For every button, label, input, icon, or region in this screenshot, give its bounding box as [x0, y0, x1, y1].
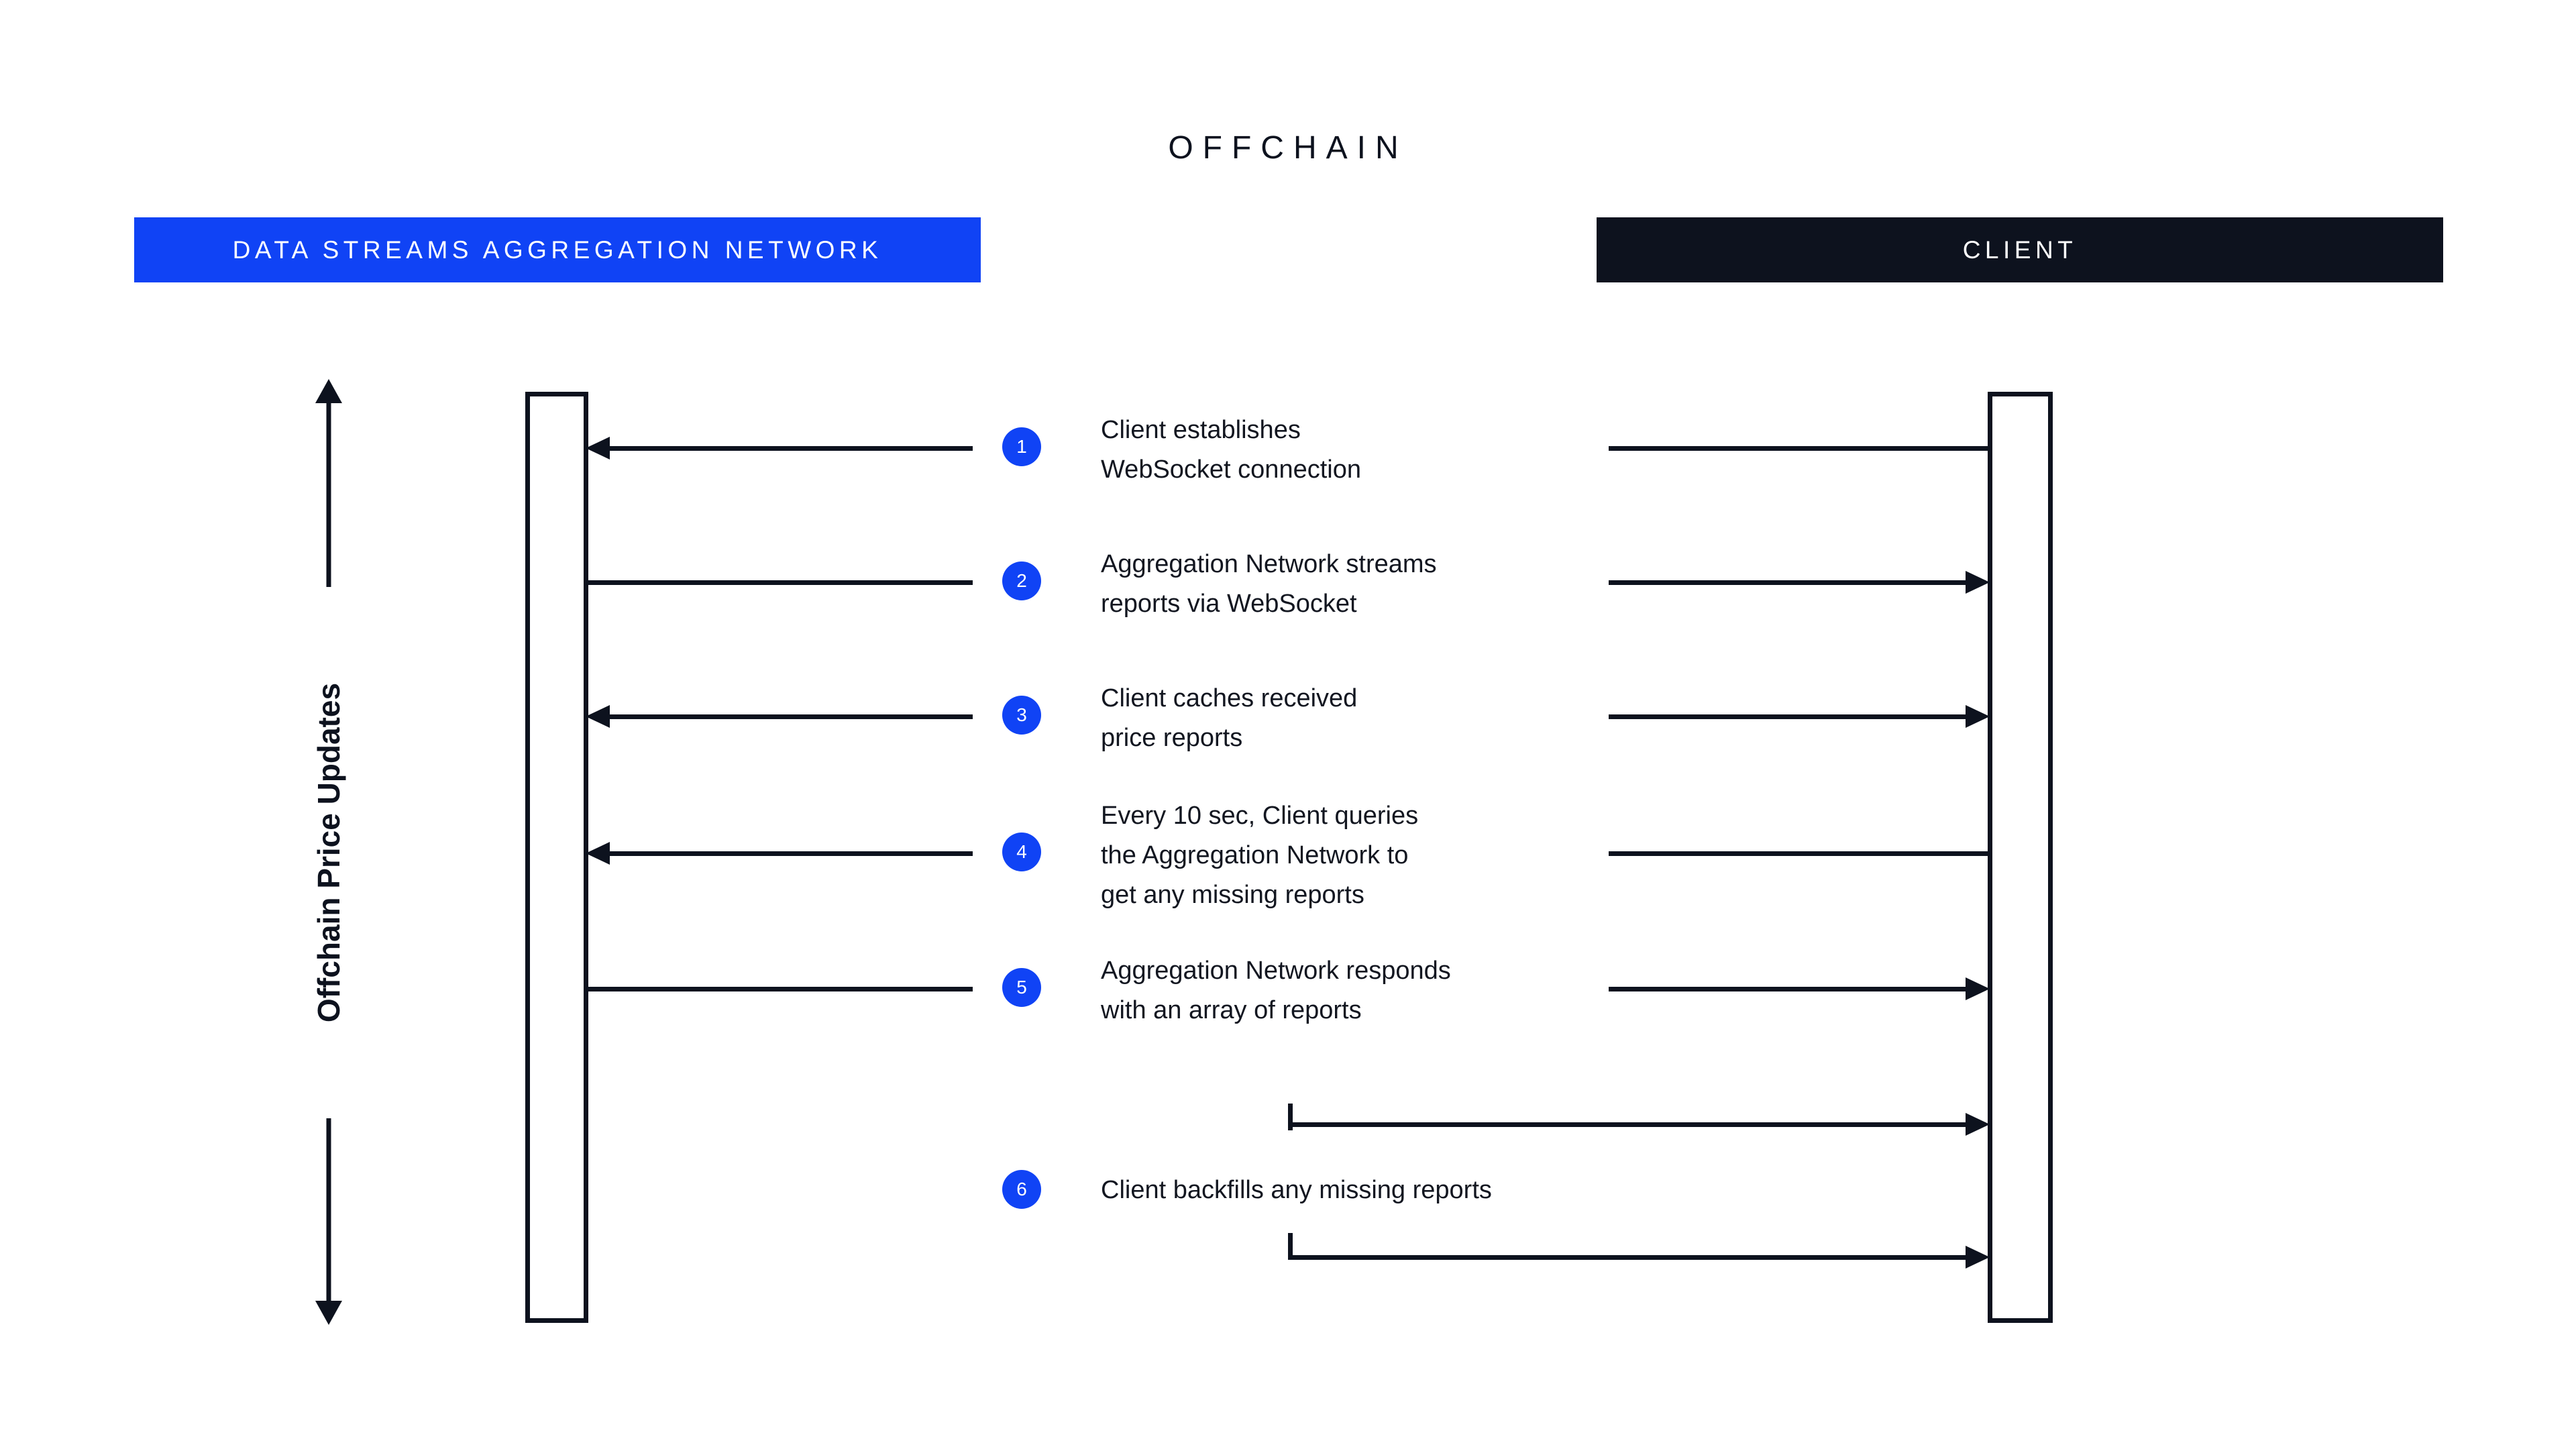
step-badge-1: 1 — [1002, 427, 1041, 466]
arrow-shaft-left-3 — [610, 714, 973, 719]
column-header-client-label: CLIENT — [1962, 235, 2078, 264]
step-number-6: 6 — [1016, 1179, 1027, 1199]
column-header-client: CLIENT — [1597, 217, 2443, 282]
axis-shaft-upper — [326, 402, 331, 587]
step-badge-5: 5 — [1002, 968, 1041, 1007]
step-text-5: Aggregation Network responds with an arr… — [1101, 957, 1451, 1024]
arrow-shaft-right-2 — [1609, 580, 1966, 585]
arrow-head-right-icon-6b — [1966, 1246, 1990, 1269]
step-text-3: Client caches received price reports — [1101, 684, 1358, 752]
axis-label: Offchain Price Updates — [311, 682, 346, 1023]
step-text-1: Client establishes WebSocket connection — [1101, 416, 1361, 484]
column-header-aggregation-network-label: DATA STREAMS AGGREGATION NETWORK — [232, 235, 883, 264]
arrow-head-right-icon-6a — [1966, 1113, 1990, 1136]
arrow-shaft-right-1 — [1609, 446, 1990, 451]
arrow-head-left-icon-1 — [586, 437, 610, 460]
arrow-head-right-icon-5 — [1966, 977, 1990, 1000]
arrow-head-right-icon-3 — [1966, 705, 1990, 728]
arrow-head-left-icon-3 — [586, 705, 610, 728]
page-title: OFFCHAIN — [1168, 130, 1408, 166]
axis-arrow-up-icon — [315, 379, 342, 403]
step-badge-4: 4 — [1002, 833, 1041, 871]
step-text-4: Every 10 sec, Client queries the Aggrega… — [1101, 802, 1419, 909]
step-number-2: 2 — [1016, 570, 1027, 591]
arrow-shaft-left-5 — [586, 987, 973, 991]
arrow-head-left-icon-4 — [586, 842, 610, 865]
arrow-head-right-icon-2 — [1966, 571, 1990, 594]
arrow-shaft-right-5 — [1609, 987, 1966, 991]
lifeline-client — [1988, 392, 2053, 1323]
axis-arrow-down-icon — [315, 1301, 342, 1325]
offchain-price-updates-axis: Offchain Price Updates — [288, 379, 369, 1326]
axis-shaft-lower — [326, 1118, 331, 1301]
loop-stub-lower-6 — [1288, 1233, 1293, 1260]
arrow-shaft-left-1 — [610, 446, 973, 451]
step-badge-2: 2 — [1002, 561, 1041, 600]
arrow-shaft-left-2 — [586, 580, 973, 585]
arrow-shaft-left-4 — [610, 851, 973, 856]
step-number-4: 4 — [1016, 841, 1027, 862]
lifeline-aggregation-network — [525, 392, 588, 1323]
arrow-shaft-right-4 — [1609, 851, 1990, 856]
step-badge-3: 3 — [1002, 696, 1041, 735]
step-badge-6: 6 — [1002, 1170, 1041, 1209]
step-number-5: 5 — [1016, 977, 1027, 998]
step-number-1: 1 — [1016, 436, 1027, 457]
loop-shaft-upper-6 — [1288, 1122, 1966, 1127]
step-text-6: Client backfills any missing reports — [1101, 1176, 1492, 1204]
arrow-shaft-right-3 — [1609, 714, 1966, 719]
step-text-2: Aggregation Network streams reports via … — [1101, 550, 1437, 618]
column-header-aggregation-network: DATA STREAMS AGGREGATION NETWORK — [134, 217, 981, 282]
loop-shaft-lower-6 — [1288, 1255, 1966, 1260]
step-number-3: 3 — [1016, 704, 1027, 725]
loop-stub-upper-6 — [1288, 1104, 1293, 1130]
